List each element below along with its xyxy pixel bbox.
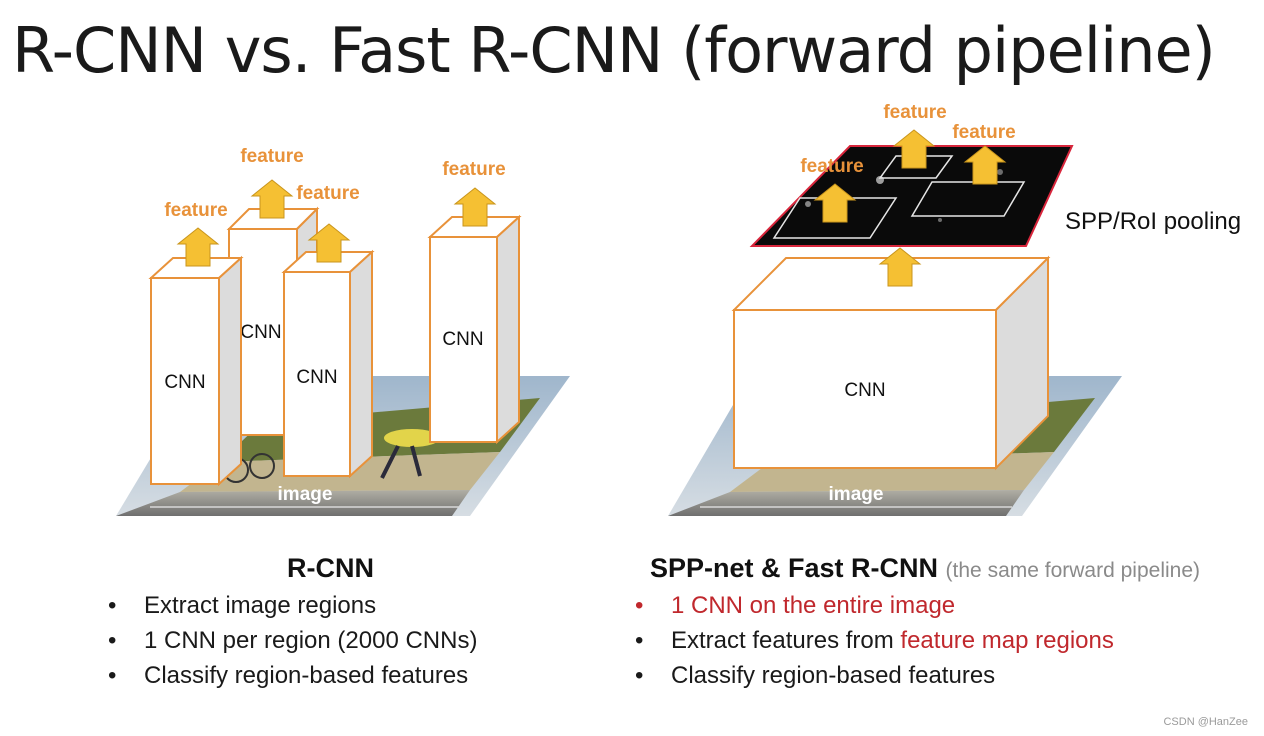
cnn-box-2-label: CNN	[240, 322, 281, 343]
bullet-text: Classify region-based features	[671, 662, 996, 689]
roi-region	[772, 197, 898, 239]
right-image-label: image	[829, 484, 884, 505]
bullet-text: Classify region-based features	[144, 662, 469, 689]
up-arrow-icon	[892, 129, 936, 169]
left-bullets: • Extract image regions • 1 CNN per region…	[108, 592, 477, 697]
left-heading: R-CNN	[287, 553, 374, 583]
bullet-text: Extract features from	[671, 627, 901, 654]
right-feature-arrows	[813, 129, 1007, 223]
feature-label-r2: feature	[883, 102, 946, 123]
pool-label: SPP/RoI pooling	[1065, 208, 1241, 235]
left-feature-arrows	[176, 179, 497, 267]
right-heading-text: SPP-net & Fast R-CNN	[650, 553, 939, 583]
feature-label-1: feature	[164, 200, 227, 221]
up-arrow-icon	[963, 145, 1007, 185]
cnn-box-big-label: CNN	[844, 380, 885, 401]
list-item: • Extract image regions	[108, 592, 477, 627]
watermark-credit: CSDN @HanZee	[1163, 716, 1248, 728]
bullet-text: Extract image regions	[144, 592, 377, 619]
bullet-dot: •	[108, 592, 117, 619]
list-item: • Classify region-based features	[635, 662, 1114, 697]
bullet-text: 1 CNN per region (2000 CNNs)	[144, 627, 478, 654]
cnn-box-4-label: CNN	[442, 329, 483, 350]
feature-label-2: feature	[240, 146, 303, 167]
up-arrow-icon	[250, 179, 294, 219]
feature-label-3: feature	[296, 183, 359, 204]
up-arrow-icon	[307, 223, 351, 263]
list-item: • 1 CNN on the entire image	[635, 592, 1114, 627]
bullet-dot: •	[635, 662, 644, 689]
feature-label-r1: feature	[800, 156, 863, 177]
right-heading-note: (the same forward pipeline)	[945, 559, 1200, 582]
cnn-box-1-label: CNN	[164, 372, 205, 393]
bullet-text: 1 CNN on the entire image	[671, 592, 956, 619]
list-item: • Extract features from feature map regio…	[635, 627, 1114, 662]
bullet-dot: •	[635, 627, 644, 654]
cnn-box-big: CNN	[731, 255, 1051, 471]
bullet-dot: •	[108, 627, 117, 654]
right-heading: SPP-net & Fast R-CNN (the same forward p…	[650, 553, 1200, 584]
roi-region	[910, 181, 1026, 217]
bullet-dot: •	[108, 662, 117, 689]
feature-label-4: feature	[442, 159, 505, 180]
left-image-label: image	[278, 484, 333, 505]
cnn-box-3-label: CNN	[296, 367, 337, 388]
cnn-box-3: CNN	[281, 249, 375, 479]
roi-region	[878, 155, 954, 179]
up-arrow-icon	[813, 183, 857, 223]
bullet-dot: •	[635, 592, 644, 619]
feature-label-r3: feature	[952, 122, 1015, 143]
list-item: • Classify region-based features	[108, 662, 477, 697]
cnn-box-1: CNN	[148, 255, 244, 487]
bullet-highlight: feature map regions	[900, 627, 1114, 654]
up-arrow-icon	[453, 187, 497, 227]
up-arrow-icon	[878, 247, 922, 287]
cnn-box-4: CNN	[427, 214, 522, 445]
up-arrow-icon	[176, 227, 220, 267]
page-title: R-CNN vs. Fast R-CNN (forward pipeline)	[12, 14, 1216, 87]
right-bullets: • 1 CNN on the entire image • Extract feat…	[635, 592, 1114, 697]
list-item: • 1 CNN per region (2000 CNNs)	[108, 627, 477, 662]
